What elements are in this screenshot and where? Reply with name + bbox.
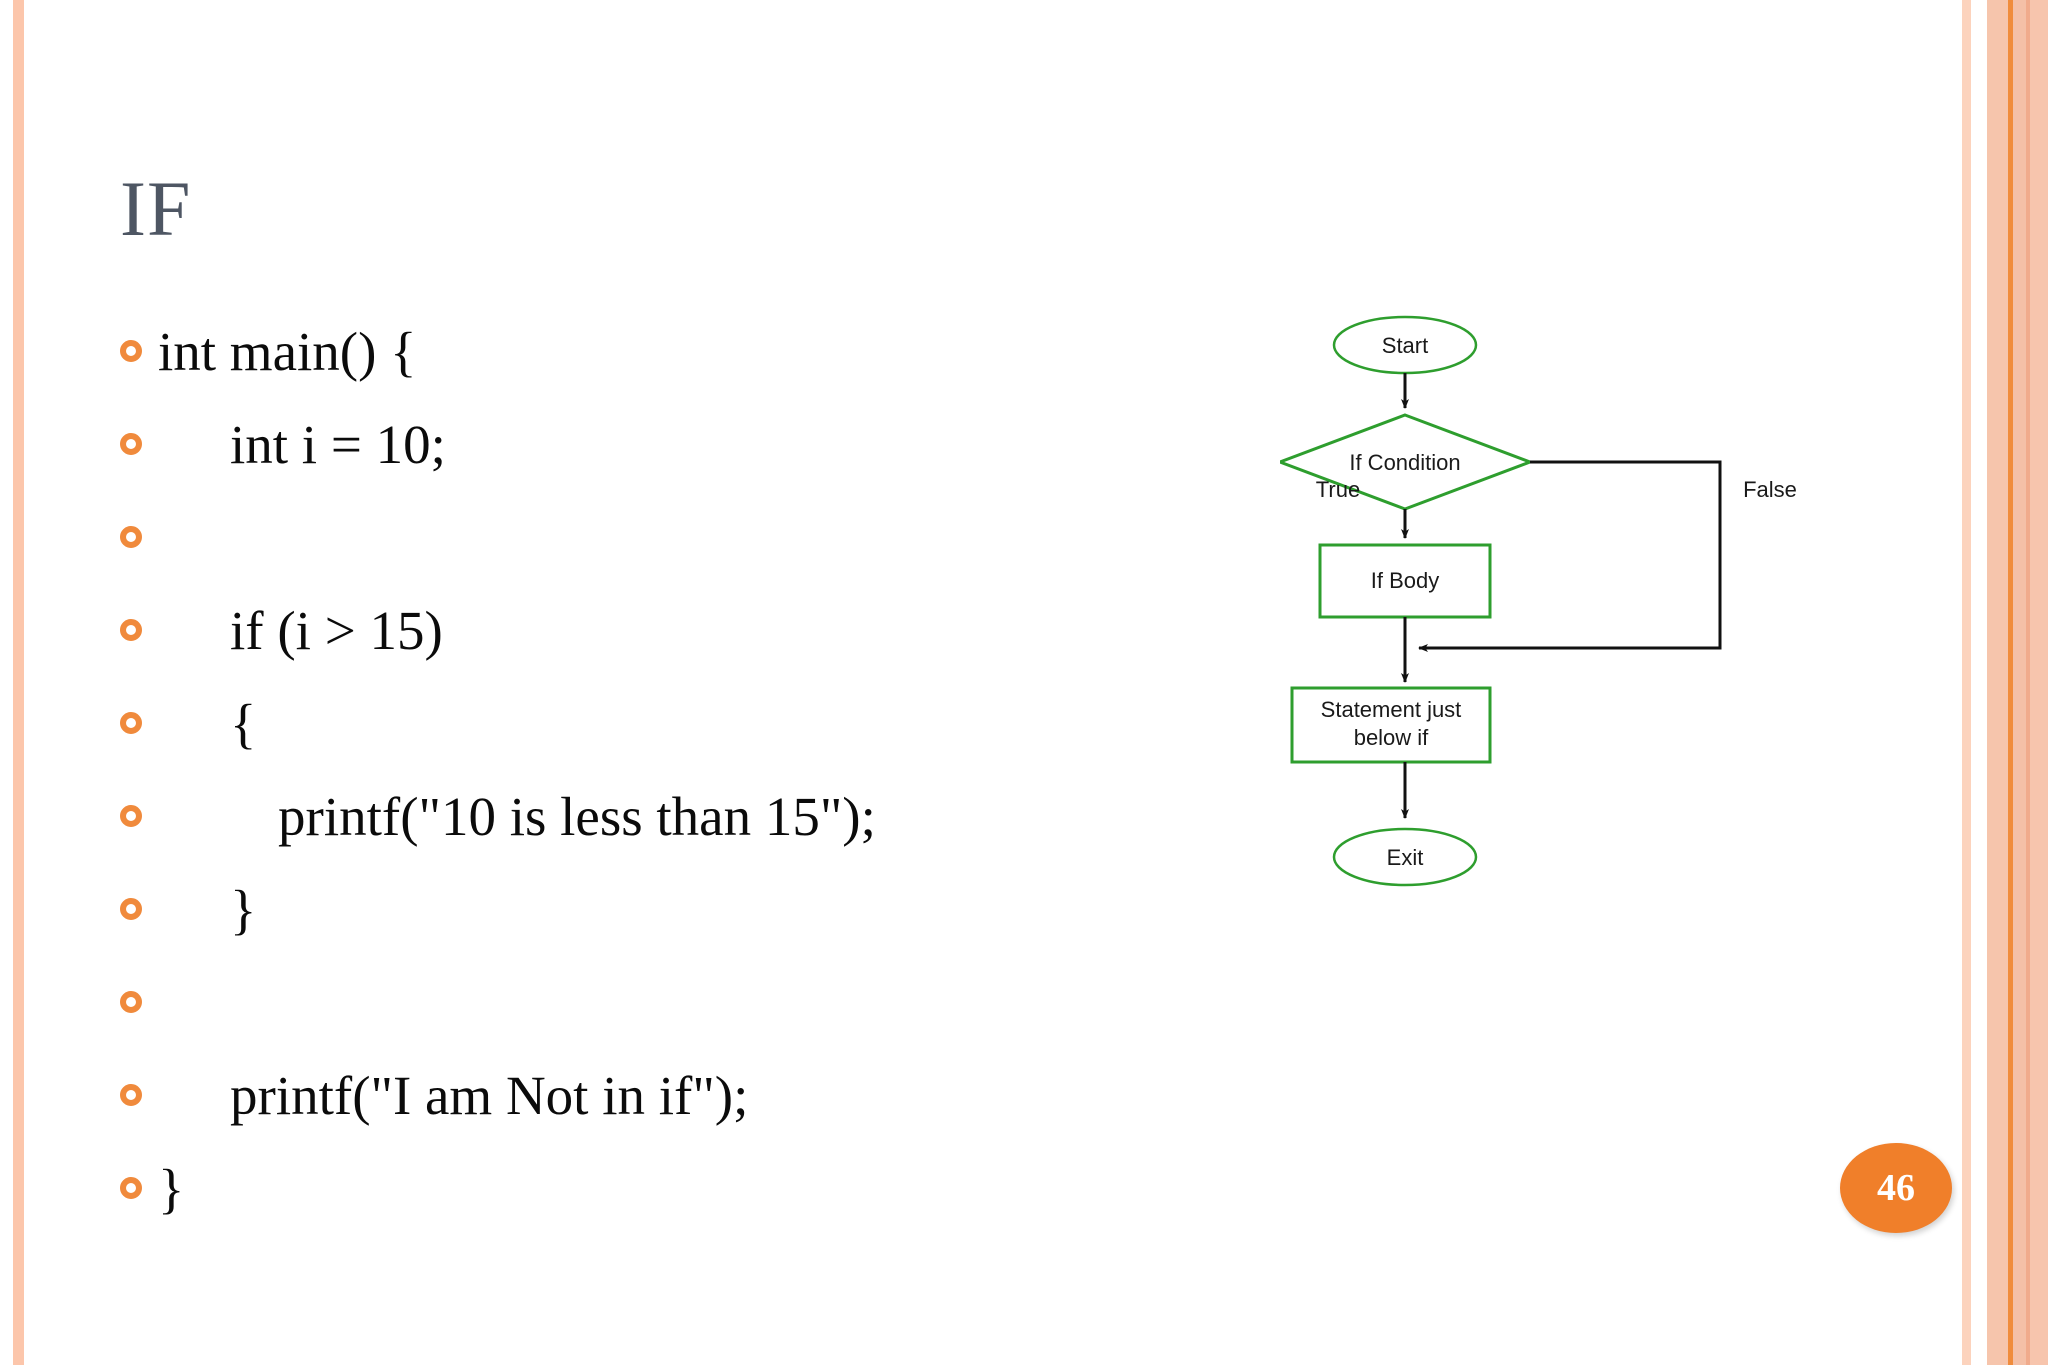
flow-node-start-label: Start bbox=[1382, 333, 1428, 358]
code-list-item: { bbox=[120, 694, 1200, 787]
left-decorative-stripe bbox=[13, 0, 24, 1365]
code-line-text: printf("10 is less than 15"); bbox=[278, 786, 876, 847]
code-line-text: } bbox=[230, 879, 257, 940]
flow-node-exit-shape bbox=[1332, 827, 1478, 887]
right-stripe-5 bbox=[2013, 0, 2026, 1365]
code-line-text: int main() { bbox=[158, 321, 417, 382]
bullet-circle-icon bbox=[120, 712, 142, 734]
right-stripe-6 bbox=[2026, 0, 2030, 1365]
code-list-item: int i = 10; bbox=[120, 415, 1200, 508]
code-bullet-list: int main() { int i = 10; if (i > 15) { print… bbox=[120, 322, 1200, 1252]
flow-edge-false-branch bbox=[1418, 460, 1722, 652]
code-list-item: printf("10 is less than 15"); bbox=[120, 787, 1200, 880]
code-line-text: printf("I am Not in if"); bbox=[230, 1065, 749, 1126]
code-list-item: } bbox=[120, 1159, 1200, 1252]
right-stripe-4 bbox=[2008, 0, 2013, 1365]
code-line-text: { bbox=[230, 693, 257, 754]
code-line-text: } bbox=[158, 1158, 185, 1219]
flow-node-statement-shape bbox=[1290, 686, 1492, 764]
bullet-circle-icon bbox=[120, 340, 142, 362]
right-stripe-7 bbox=[2030, 0, 2048, 1365]
flow-node-statement-label-line2: below if bbox=[1354, 725, 1429, 750]
bullet-circle-icon bbox=[120, 619, 142, 641]
code-list-item bbox=[120, 973, 1200, 1066]
flow-node-exit-label: Exit bbox=[1387, 845, 1424, 870]
bullet-circle-icon bbox=[120, 991, 142, 1013]
code-list-item: if (i > 15) bbox=[120, 601, 1200, 694]
code-list-item: int main() { bbox=[120, 322, 1200, 415]
if-flowchart-diagram: Start If Condition True If Body False St… bbox=[1280, 290, 1840, 930]
page-number-badge: 46 bbox=[1840, 1143, 1952, 1233]
flow-node-statement-label-line1: Statement just bbox=[1321, 697, 1462, 722]
bullet-circle-icon bbox=[120, 898, 142, 920]
right-stripe-1 bbox=[1962, 0, 1971, 1365]
flow-node-ifbody-label: If Body bbox=[1371, 568, 1439, 593]
bullet-circle-icon bbox=[120, 433, 142, 455]
bullet-circle-icon bbox=[120, 526, 142, 548]
bullet-circle-icon bbox=[120, 805, 142, 827]
flow-edge-label-true: True bbox=[1316, 477, 1360, 502]
page-number-text: 46 bbox=[1877, 1167, 1915, 1209]
flow-edge-label-false: False bbox=[1743, 477, 1797, 502]
bullet-circle-icon bbox=[120, 1084, 142, 1106]
code-list-item: printf("I am Not in if"); bbox=[120, 1066, 1200, 1159]
code-line-text: if (i > 15) bbox=[230, 600, 443, 661]
left-margin-filler bbox=[0, 0, 13, 1365]
bullet-circle-icon bbox=[120, 1177, 142, 1199]
right-decorative-band bbox=[1960, 0, 2048, 1365]
code-line-text: int i = 10; bbox=[230, 414, 446, 475]
code-list-item: } bbox=[120, 880, 1200, 973]
right-stripe-3 bbox=[1987, 0, 2008, 1365]
code-list-item bbox=[120, 508, 1200, 601]
right-stripe-2 bbox=[1971, 0, 1987, 1365]
flow-node-condition-label: If Condition bbox=[1349, 450, 1460, 475]
page-title: IF bbox=[120, 165, 192, 252]
